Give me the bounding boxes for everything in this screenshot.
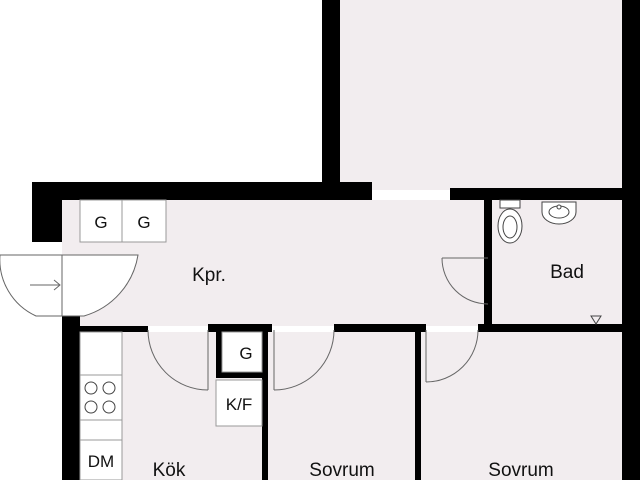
wall-living-west	[322, 0, 340, 190]
wall-mid-4	[478, 324, 622, 332]
entrance-arrow-icon	[30, 279, 61, 291]
fridge-freezer: K/F	[215, 379, 263, 427]
stove-icon	[84, 381, 116, 414]
wardrobe-1-label: G	[94, 213, 107, 232]
bedroom-1-door	[273, 329, 335, 391]
kitchen-label: Kök	[153, 460, 186, 480]
fridge-freezer-box	[215, 379, 263, 427]
closet-wardrobe: G	[221, 331, 263, 373]
wall-west-bottom	[62, 316, 80, 480]
toilet-icon	[497, 199, 523, 244]
wall-north-bath	[450, 188, 622, 200]
hall-wardrobes: G G	[79, 199, 167, 243]
wall-mid-3	[334, 324, 426, 332]
wall-closet-left	[216, 330, 222, 372]
bedroom-2-label: Sovrum	[488, 460, 553, 480]
wall-east	[622, 0, 640, 480]
bedroom-2-floor	[421, 332, 622, 480]
wall-kitchen-east	[262, 330, 268, 480]
wardrobe-3	[221, 331, 263, 373]
bedroom-2-door	[425, 329, 479, 383]
wall-mid-2	[208, 324, 272, 332]
kitchen-counter: DM	[79, 331, 123, 480]
walls	[32, 0, 640, 480]
bath-label: Bad	[550, 262, 584, 283]
wall-bath-west	[484, 200, 492, 326]
bath-door	[441, 257, 489, 305]
bedroom-1-floor	[267, 332, 415, 480]
wall-bedrooms	[415, 330, 421, 480]
wall-west-top	[32, 182, 62, 242]
kitchen-door	[147, 329, 209, 391]
wardrobe-2-label: G	[137, 213, 150, 232]
hall-label: Kpr.	[192, 265, 226, 286]
sink-icon	[541, 201, 577, 225]
wall-closet-bottom	[216, 372, 266, 378]
living-area-floor	[340, 0, 622, 190]
bedroom-1-label: Sovrum	[309, 460, 374, 480]
wardrobe-3-label: G	[239, 344, 252, 363]
wall-north-west	[32, 182, 372, 200]
fridge-freezer-label: K/F	[226, 395, 252, 414]
wardrobe-2	[121, 199, 167, 243]
entrance-door-right	[61, 254, 139, 317]
floor-drain-icon	[590, 315, 602, 325]
dishwasher-label: DM	[88, 452, 114, 471]
wall-mid-1	[80, 326, 148, 332]
